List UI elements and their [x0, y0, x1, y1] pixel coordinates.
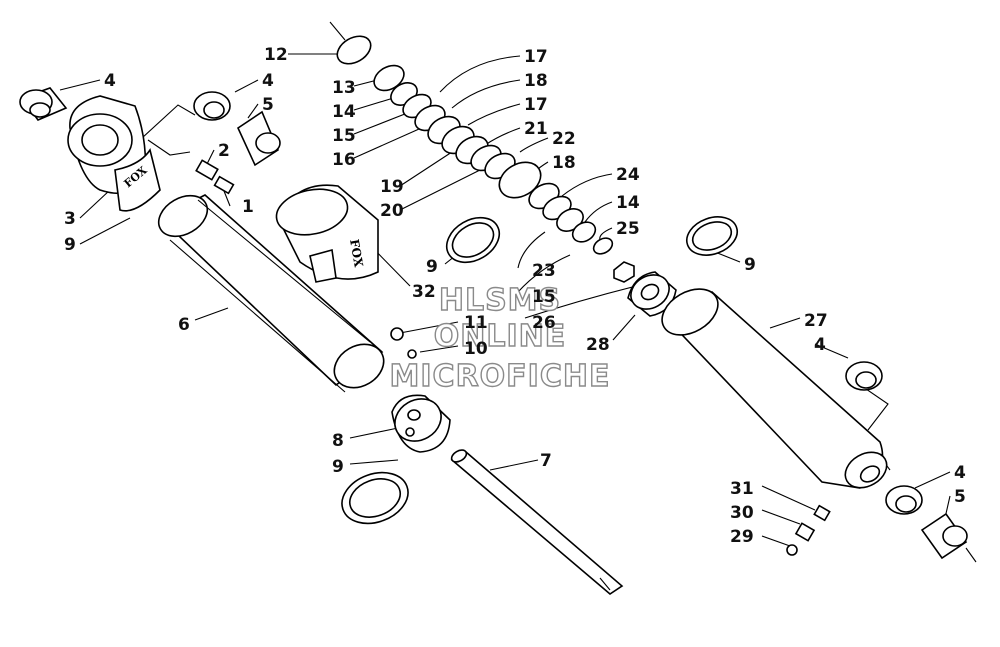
callout-5b: 5 [954, 487, 966, 507]
reservoir-logo: FOX [347, 238, 366, 269]
fittings-31-30-29 [786, 504, 831, 556]
callout-labels: 12 13 14 15 16 17 18 17 21 22 18 19 20 2… [64, 45, 966, 547]
callout-4b: 4 [262, 71, 274, 91]
callout-14b: 14 [616, 193, 640, 213]
callout-21: 21 [524, 119, 548, 139]
callout-15b: 15 [532, 287, 556, 307]
callout-10: 10 [464, 339, 488, 359]
callout-22: 22 [552, 129, 576, 149]
callout-31: 31 [730, 479, 754, 499]
shock-body-27 [661, 288, 888, 489]
ring-9-bottom [341, 471, 409, 525]
callout-16: 16 [332, 150, 356, 170]
callout-15: 15 [332, 126, 356, 146]
callout-11: 11 [464, 313, 488, 333]
callout-19: 19 [380, 177, 404, 197]
callout-3: 3 [64, 209, 76, 229]
callout-25: 25 [616, 219, 640, 239]
callout-29: 29 [730, 527, 754, 547]
callout-17b: 17 [524, 95, 548, 115]
bushing-4-top-left [19, 87, 68, 121]
ball-11-10 [390, 327, 417, 359]
eyelet-head-3: FOX [67, 95, 161, 212]
callout-4c: 4 [814, 335, 826, 355]
callout-9a: 9 [64, 235, 76, 255]
sleeve-5-bottom-right [920, 512, 977, 563]
end-cap-8 [391, 394, 451, 453]
sleeve-5-top [236, 110, 281, 167]
callout-13: 13 [332, 78, 356, 98]
callout-26: 26 [532, 313, 556, 333]
callout-2: 2 [218, 141, 230, 161]
shaft-7 [450, 449, 624, 595]
valve-stack-washers [329, 21, 614, 255]
callout-27: 27 [804, 311, 828, 331]
callout-28: 28 [586, 335, 610, 355]
callout-4a: 4 [104, 71, 116, 91]
callout-5a: 5 [262, 95, 274, 115]
callout-9c: 9 [744, 255, 756, 275]
watermark-line-1: HLSMS [439, 283, 561, 318]
bushing-4-bottom-right [885, 485, 923, 515]
piston-28 [627, 271, 677, 317]
callout-12: 12 [264, 45, 288, 65]
leader-lines [59, 53, 951, 547]
reservoir-32: FOX [275, 184, 379, 283]
callout-20: 20 [380, 201, 404, 221]
callout-9b: 9 [426, 257, 438, 277]
ring-9-right [686, 216, 738, 256]
callout-24: 24 [616, 165, 640, 185]
callout-18b: 18 [552, 153, 576, 173]
bushing-4-right [845, 361, 883, 391]
ring-9-middle [445, 216, 501, 264]
watermark-line-3: MICROFICHE [390, 359, 611, 394]
callout-30: 30 [730, 503, 754, 523]
nut-25 [613, 261, 635, 283]
fitting-2-1 [195, 159, 235, 195]
bushing-4-top [193, 91, 231, 121]
callout-1: 1 [242, 197, 254, 217]
callout-17: 17 [524, 47, 548, 67]
watermark-line-2: ONLINE [434, 319, 567, 354]
callout-23: 23 [532, 261, 556, 281]
callout-4d: 4 [954, 463, 966, 483]
callout-9d: 9 [332, 457, 344, 477]
callout-8: 8 [332, 431, 344, 451]
callout-7: 7 [540, 451, 552, 471]
callout-18: 18 [524, 71, 548, 91]
watermark: HLSMS ONLINE MICROFICHE [389, 282, 611, 394]
callout-6: 6 [178, 315, 190, 335]
callout-14: 14 [332, 102, 356, 122]
shock-body-6 [157, 194, 385, 393]
callout-32: 32 [412, 282, 436, 302]
